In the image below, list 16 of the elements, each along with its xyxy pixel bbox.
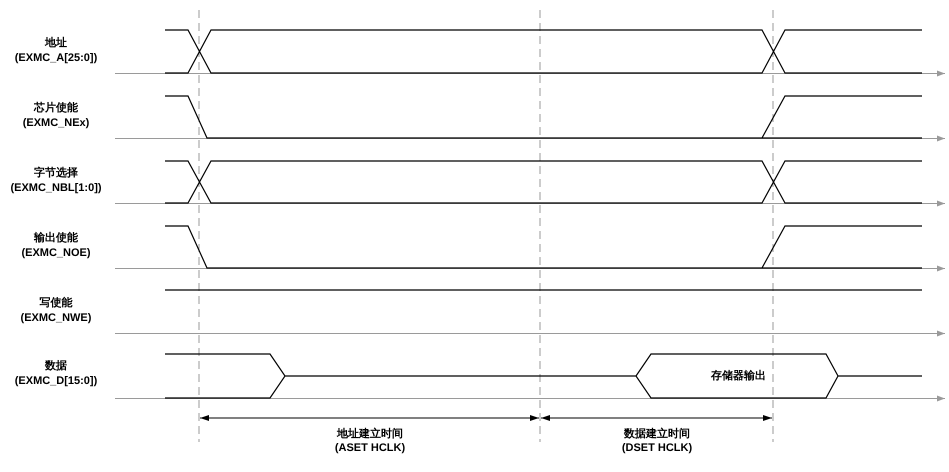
interval-label: 数据建立时间	[624, 427, 690, 441]
signal-name: (EXMC_D[15:0])	[14, 374, 98, 389]
signal-name: (EXMC_NOE)	[21, 246, 91, 261]
interval-label: 地址建立时间	[337, 427, 403, 441]
signal-name: (EXMC_NWE)	[20, 311, 92, 326]
signal-name: 数据	[45, 359, 67, 374]
signal-name: 芯片使能	[34, 101, 78, 116]
signal-name: (EXMC_NEx)	[22, 116, 90, 131]
signal-name: 字节选择	[34, 166, 78, 181]
signal-name: (EXMC_NBL[1:0])	[10, 181, 102, 196]
interval-label: (ASET HCLK)	[334, 441, 406, 455]
signal-name: (EXMC_A[25:0])	[14, 51, 98, 66]
signal-name: 地址	[45, 36, 67, 51]
signal-name: 写使能	[40, 296, 72, 311]
interval-label: (DSET HCLK)	[622, 441, 692, 455]
signal-name: 输出使能	[34, 231, 78, 246]
